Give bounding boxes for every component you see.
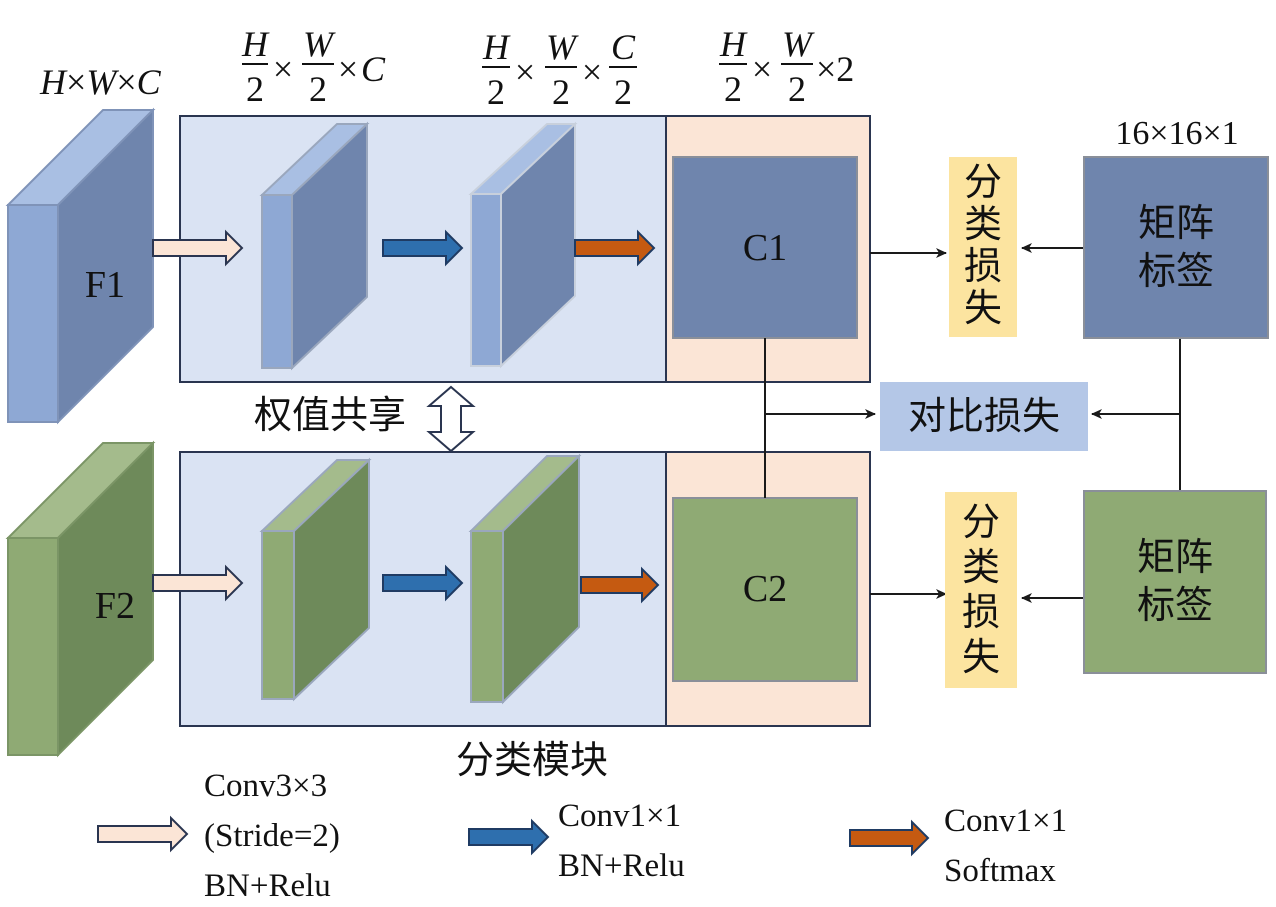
output-square-c2 bbox=[672, 497, 858, 682]
input-label-f2: F2 bbox=[95, 585, 135, 627]
arrow-conv3x3-bottom bbox=[152, 564, 244, 602]
legend-conv1x1-bn: Conv1×1 BN+Relu bbox=[468, 798, 685, 884]
svg-text:H: H bbox=[241, 24, 270, 64]
matrix-label-box-bottom bbox=[1083, 490, 1267, 674]
legend-conv1x1-softmax-line-2: Softmax bbox=[944, 853, 1056, 889]
matrix-label-bottom-line-1: 矩阵 bbox=[1137, 537, 1213, 579]
output-square-c1 bbox=[672, 156, 858, 339]
svg-text:W: W bbox=[546, 27, 579, 67]
legend-conv1x1-softmax: Conv1×1 Softmax bbox=[849, 803, 1067, 889]
matrix-label-bottom-line-2: 标签 bbox=[1137, 585, 1213, 627]
legend-conv3x3-line-3: BN+Relu bbox=[204, 868, 331, 904]
dim-label-two: H 2 × W 2 ×2 bbox=[719, 24, 854, 109]
matrix-label-box-top bbox=[1083, 156, 1269, 339]
svg-text:2: 2 bbox=[487, 72, 505, 112]
feature-block-top-1 bbox=[259, 121, 370, 371]
cls-loss-bottom-char-1: 分 bbox=[962, 502, 1000, 544]
legend-conv3x3: Conv3×3 (Stride=2) BN+Relu bbox=[97, 768, 340, 904]
cls-loss-top-char-3: 损 bbox=[964, 246, 1002, 288]
input-block-f1 bbox=[5, 107, 156, 425]
cls-loss-bottom-char-2: 类 bbox=[962, 547, 1000, 589]
input-block-f2 bbox=[5, 440, 156, 758]
matrix-label-top-line-1: 矩阵 bbox=[1138, 203, 1214, 245]
svg-text:×: × bbox=[752, 49, 772, 89]
svg-text:×: × bbox=[582, 52, 602, 92]
svg-text:H×W×C: H×W×C bbox=[39, 62, 162, 102]
arrow-conv1x1-softmax-bottom bbox=[580, 566, 660, 604]
legend-conv1x1-bn-line-2: BN+Relu bbox=[558, 848, 685, 884]
legend-conv1x1-softmax-line-1: Conv1×1 bbox=[944, 803, 1067, 839]
legend-conv3x3-line-2: (Stride=2) bbox=[204, 818, 340, 854]
feature-block-top-2 bbox=[468, 121, 578, 369]
svg-text:×: × bbox=[338, 49, 358, 89]
feature-block-bottom-2 bbox=[468, 453, 582, 705]
arrow-conv1x1-bn-top bbox=[382, 229, 464, 267]
svg-text:2: 2 bbox=[246, 69, 264, 109]
svg-text:×: × bbox=[273, 49, 293, 89]
svg-text:2: 2 bbox=[309, 69, 327, 109]
svg-text:C: C bbox=[361, 49, 386, 89]
cls-loss-bottom-char-3: 损 bbox=[962, 592, 1000, 634]
arrow-conv3x3-top bbox=[152, 229, 244, 267]
cls-loss-top-char-2: 类 bbox=[964, 204, 1002, 246]
cls-loss-box-bottom bbox=[945, 492, 1017, 688]
dim-label-half-c: H 2 × W 2 × C bbox=[241, 24, 386, 109]
legend-conv1x1-bn-line-1: Conv1×1 bbox=[558, 798, 681, 834]
cls-loss-top-char-4: 失 bbox=[964, 288, 1002, 330]
module-caption: 分类模块 bbox=[456, 740, 608, 782]
weight-share-label: 权值共享 bbox=[254, 395, 406, 437]
svg-text:×2: ×2 bbox=[816, 49, 854, 89]
input-label-f1: F1 bbox=[85, 264, 125, 306]
label-size: 16×16×1 bbox=[1115, 115, 1238, 152]
dim-label-input: H×W×C bbox=[39, 62, 162, 102]
dim-label-quarter: H 2 × W 2 × C 2 bbox=[482, 27, 637, 112]
svg-text:2: 2 bbox=[724, 69, 742, 109]
contrast-loss-box bbox=[880, 382, 1088, 451]
arrow-conv1x1-softmax-top bbox=[574, 229, 656, 267]
cls-loss-box-top bbox=[949, 157, 1017, 337]
legend-conv3x3-line-1: Conv3×3 bbox=[204, 768, 327, 804]
svg-text:2: 2 bbox=[614, 72, 632, 112]
output-label-c1: C1 bbox=[743, 227, 787, 269]
svg-text:×: × bbox=[515, 52, 535, 92]
feature-block-bottom-1 bbox=[259, 457, 372, 702]
svg-text:H: H bbox=[719, 24, 748, 64]
cls-loss-top-char-1: 分 bbox=[964, 162, 1002, 204]
contrast-loss-label: 对比损失 bbox=[908, 396, 1060, 438]
svg-text:W: W bbox=[782, 24, 815, 64]
svg-text:C: C bbox=[611, 27, 636, 67]
output-label-c2: C2 bbox=[743, 568, 787, 610]
svg-text:H: H bbox=[482, 27, 511, 67]
weight-share-double-arrow bbox=[426, 385, 476, 453]
matrix-label-top-line-2: 标签 bbox=[1138, 251, 1214, 293]
svg-text:W: W bbox=[303, 24, 336, 64]
cls-loss-bottom-char-4: 失 bbox=[962, 637, 1000, 679]
arrow-conv1x1-bn-bottom bbox=[382, 564, 464, 602]
svg-text:2: 2 bbox=[788, 69, 806, 109]
svg-text:2: 2 bbox=[552, 72, 570, 112]
